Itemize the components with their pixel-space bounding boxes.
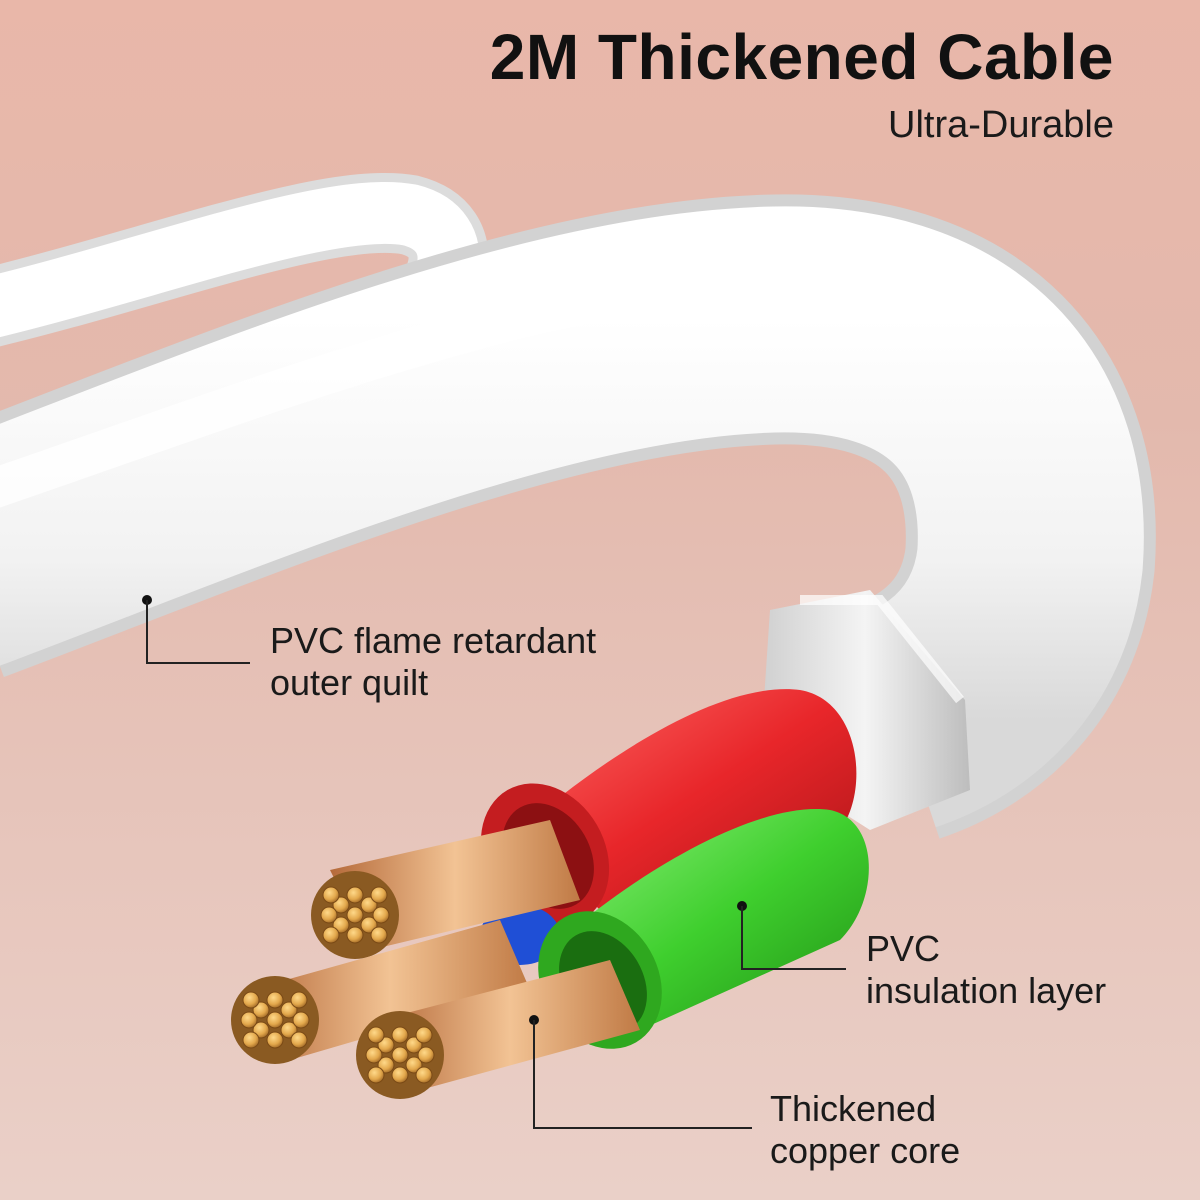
callout-insulation-line2: insulation layer <box>866 970 1107 1011</box>
copper-strand <box>242 991 260 1009</box>
copper-strand <box>266 991 284 1009</box>
callout-outer-jacket: PVC flame retardant outer quilt <box>270 620 596 704</box>
copper-strand <box>415 1026 433 1044</box>
copper-strand <box>320 906 338 924</box>
copper-strand <box>367 1026 385 1044</box>
copper-strand <box>370 886 388 904</box>
copper-strand <box>242 1031 260 1049</box>
copper-strand <box>290 1031 308 1049</box>
copper-strand <box>367 1066 385 1084</box>
copper-strand <box>266 1031 284 1049</box>
copper-strand-tips <box>240 886 435 1084</box>
leader-line-copper <box>529 1015 752 1129</box>
copper-strand <box>391 1046 409 1064</box>
page-title: 2M Thickened Cable <box>489 21 1114 93</box>
callout-copper-line1: Thickened <box>770 1088 937 1129</box>
copper-strand <box>372 906 390 924</box>
copper-strand <box>346 886 364 904</box>
leader-line-outer <box>142 595 250 664</box>
copper-strand <box>266 1011 284 1029</box>
leader-line-insulation <box>737 901 846 970</box>
copper-strand <box>415 1066 433 1084</box>
copper-strand <box>290 991 308 1009</box>
copper-strand <box>240 1011 258 1029</box>
copper-strand <box>292 1011 310 1029</box>
copper-strand <box>370 926 388 944</box>
callout-outer-line2: outer quilt <box>270 662 429 703</box>
copper-strand <box>365 1046 383 1064</box>
copper-strand <box>346 906 364 924</box>
callout-copper-core: Thickened copper core <box>770 1088 960 1172</box>
callout-copper-line2: copper core <box>770 1130 961 1171</box>
callout-insulation-layer: PVC insulation layer <box>866 928 1106 1012</box>
copper-strand <box>322 886 340 904</box>
copper-strand <box>391 1026 409 1044</box>
copper-strand <box>417 1046 435 1064</box>
copper-strand <box>346 926 364 944</box>
callout-outer-line1: PVC flame retardant <box>270 620 597 661</box>
page-subtitle: Ultra-Durable <box>888 104 1114 146</box>
callout-insulation-line1: PVC <box>866 928 941 969</box>
copper-strand <box>322 926 340 944</box>
copper-strand <box>391 1066 409 1084</box>
